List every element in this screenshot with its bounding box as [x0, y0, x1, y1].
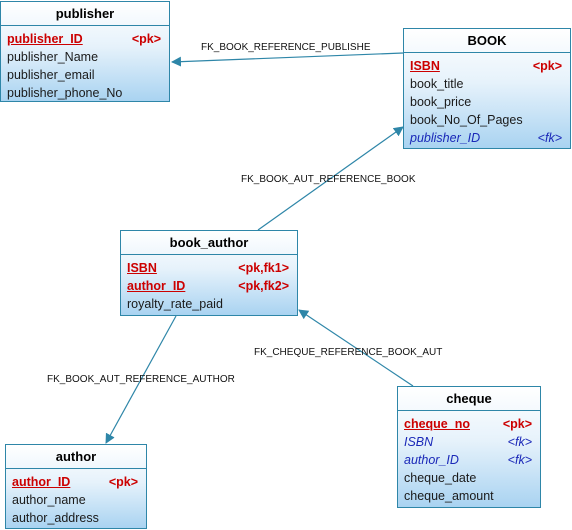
key-marker: <pk> [532, 59, 562, 73]
attribute-list: author_ID <pk> author_name author_address [6, 469, 146, 527]
key-marker: <fk> [537, 131, 562, 145]
key-marker: <fk> [507, 453, 532, 467]
attribute-name: book_title [410, 77, 464, 91]
attribute-row: ISBN <fk> [398, 433, 540, 451]
attribute-row: publisher_Name [1, 48, 169, 66]
attribute-row: author_address [6, 509, 146, 527]
connector-bookauthor-author[interactable] [105, 315, 177, 444]
attribute-name: author_ID [404, 453, 459, 467]
attribute-name: publisher_email [7, 68, 95, 82]
attribute-name: publisher_ID [7, 32, 83, 46]
attribute-row: royalty_rate_paid [121, 295, 297, 313]
attribute-row: author_ID <fk> [398, 451, 540, 469]
attribute-name: cheque_date [404, 471, 477, 485]
attribute-name: book_price [410, 95, 472, 109]
attribute-name: publisher_ID [410, 131, 481, 145]
entity-title: cheque [398, 387, 540, 411]
entity-title: publisher [1, 2, 169, 26]
connector-bookauthor-book[interactable] [257, 126, 404, 231]
attribute-list: cheque_no <pk> ISBN <fk> author_ID <fk> che… [398, 411, 540, 505]
relationship-label-cheque-bookauthor: FK_CHEQUE_REFERENCE_BOOK_AUT [254, 347, 443, 358]
attribute-name: author_ID [12, 475, 71, 489]
attribute-row: author_ID <pk,fk2> [121, 277, 297, 295]
attribute-row: publisher_ID <fk> [404, 129, 570, 147]
attribute-name: author_address [12, 511, 99, 525]
attribute-name: ISBN [127, 261, 157, 275]
relationship-label-bookauthor-book: FK_BOOK_AUT_REFERENCE_BOOK [241, 174, 416, 185]
attribute-row: book_No_Of_Pages [404, 111, 570, 129]
entity-title: author [6, 445, 146, 469]
attribute-row: publisher_phone_No [1, 84, 169, 102]
attribute-row: ISBN <pk,fk1> [121, 259, 297, 277]
key-marker: <pk> [131, 32, 161, 46]
entity-author[interactable]: author author_ID <pk> author_name author_… [5, 444, 147, 529]
attribute-row: book_price [404, 93, 570, 111]
connector-book-publisher[interactable] [171, 52, 404, 67]
attribute-name: publisher_Name [7, 50, 99, 64]
attribute-row: book_title [404, 75, 570, 93]
entity-publisher[interactable]: publisher publisher_ID <pk> publisher_Nam… [0, 1, 170, 102]
attribute-name: cheque_no [404, 417, 470, 431]
attribute-row: publisher_email [1, 66, 169, 84]
entity-book-author[interactable]: book_author ISBN <pk,fk1> author_ID <pk,fk… [120, 230, 298, 316]
key-marker: <pk,fk1> [238, 261, 289, 275]
attribute-name: ISBN [410, 59, 440, 73]
attribute-name: ISBN [404, 435, 434, 449]
attribute-row: author_name [6, 491, 146, 509]
attribute-name: author_ID [127, 279, 186, 293]
entity-title: book_author [121, 231, 297, 255]
attribute-row: ISBN <pk> [404, 57, 570, 75]
attribute-row: cheque_amount [398, 487, 540, 505]
attribute-row: publisher_ID <pk> [1, 30, 169, 48]
entity-title: BOOK [404, 29, 570, 53]
entity-book[interactable]: BOOK ISBN <pk> book_title book_price book… [403, 28, 571, 149]
key-marker: <pk> [108, 475, 138, 489]
key-marker: <fk> [507, 435, 532, 449]
attribute-row: author_ID <pk> [6, 473, 146, 491]
attribute-name: royalty_rate_paid [127, 297, 223, 311]
entity-cheque[interactable]: cheque cheque_no <pk> ISBN <fk> author_ID <… [397, 386, 541, 508]
attribute-row: cheque_date [398, 469, 540, 487]
key-marker: <pk,fk2> [238, 279, 289, 293]
attribute-list: ISBN <pk> book_title book_price book_No_O… [404, 53, 570, 147]
attribute-name: publisher_phone_No [7, 86, 123, 100]
attribute-name: author_name [12, 493, 86, 507]
relationship-label-bookauthor-author: FK_BOOK_AUT_REFERENCE_AUTHOR [47, 374, 235, 385]
attribute-list: publisher_ID <pk> publisher_Name publishe… [1, 26, 169, 102]
connector-cheque-bookauthor[interactable] [298, 309, 414, 387]
attribute-name: cheque_amount [404, 489, 494, 503]
key-marker: <pk> [502, 417, 532, 431]
attribute-name: book_No_Of_Pages [410, 113, 523, 127]
attribute-row: cheque_no <pk> [398, 415, 540, 433]
relationship-label-book-publisher: FK_BOOK_REFERENCE_PUBLISHE [201, 42, 371, 53]
attribute-list: ISBN <pk,fk1> author_ID <pk,fk2> royalty_r… [121, 255, 297, 313]
